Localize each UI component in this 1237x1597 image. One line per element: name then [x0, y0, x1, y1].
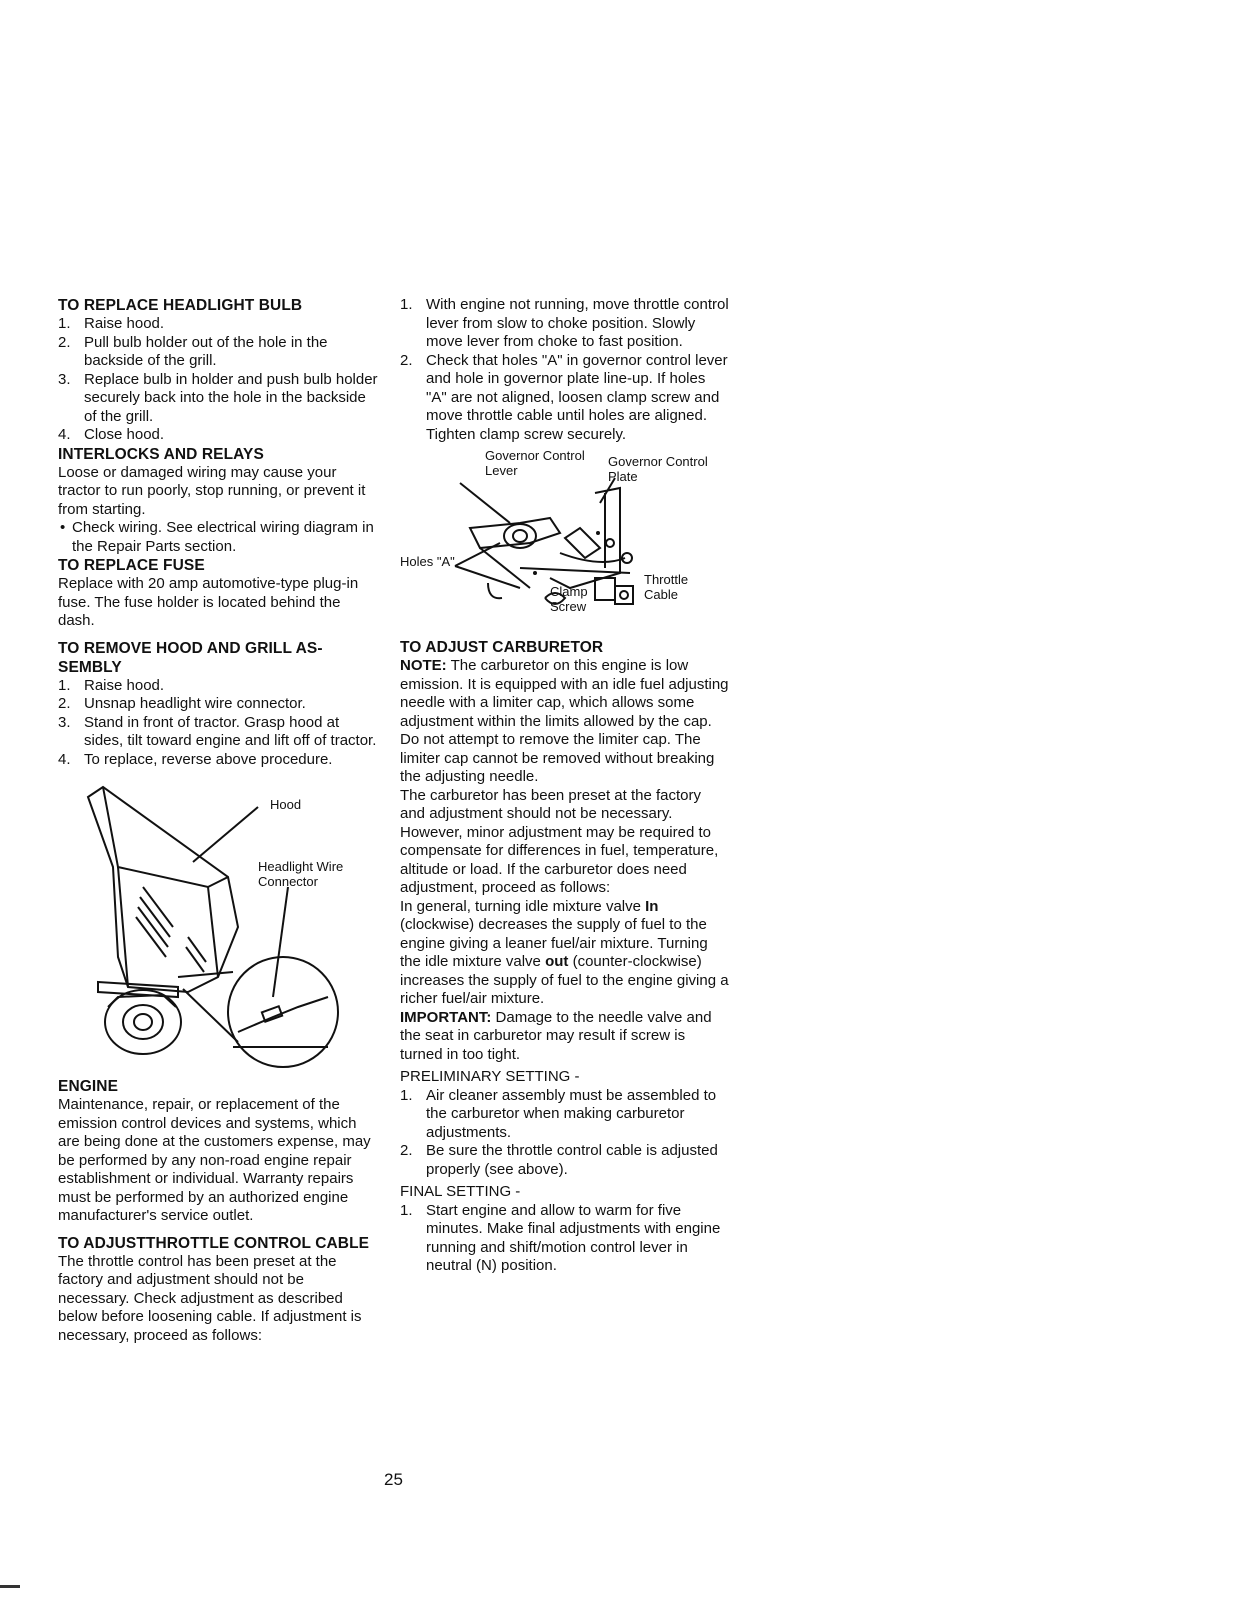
fuse-heading: TO REPLACE FUSE — [58, 557, 205, 574]
headlight-wire-connector-label: Headlight Wire Connector — [258, 859, 344, 889]
interlocks-bullet: Check wiring. See electrical wiring diag… — [58, 519, 378, 556]
governor-control-plate-label: Governor Control Plate — [608, 454, 708, 484]
interlocks-body: Loose or damaged wiring may cause your t… — [58, 463, 366, 518]
scan-mark — [0, 1585, 20, 1588]
hood-figure: Hood Headlight Wire Connector — [58, 777, 378, 1077]
headlight-steps: 1.Raise hood. 2.Pull bulb holder out of … — [58, 315, 378, 445]
page-number: 25 — [384, 1470, 403, 1489]
final-heading: FINAL SETTING - — [400, 1183, 521, 1200]
throttle-cable-label: Throttle Cable — [644, 572, 689, 602]
throttle-heading: TO ADJUSTTHROTTLE CONTROL CABLE — [58, 1234, 370, 1252]
preliminary-steps: 1.Air cleaner assembly must be assembled… — [400, 1087, 730, 1180]
engine-body: Maintenance, repair, or replacement of t… — [58, 1096, 371, 1224]
headlight-heading: TO REPLACE HEADLIGHT BULB — [58, 297, 303, 314]
list-item: 2.Be sure the throttle control cable is … — [400, 1142, 718, 1178]
hood-steps: 1.Raise hood. 2.Unsnap headlight wire co… — [58, 677, 378, 770]
list-item: 1.With engine not running, move throttle… — [400, 296, 729, 350]
right-column: 1.With engine not running, move throttle… — [400, 296, 730, 1276]
list-item: 1.Raise hood. — [58, 315, 165, 332]
list-item: 4.Close hood. — [58, 426, 165, 443]
carburetor-body-2: In general, turning idle mixture valve I… — [400, 897, 729, 1008]
list-item: 2.Check that holes "A" in governor contr… — [400, 351, 728, 443]
hood-illustration — [86, 785, 339, 1068]
governor-illustration — [454, 477, 634, 605]
final-steps: 1.Start engine and allow to warm for fiv… — [400, 1202, 730, 1276]
list-item: 2.Pull bulb holder out of the hole in th… — [58, 333, 328, 370]
engine-heading: ENGINE — [58, 1078, 119, 1095]
list-item: 3.Stand in front of tractor. Grasp hood … — [58, 713, 377, 750]
list-item: 4.To replace, reverse above procedure. — [58, 750, 333, 768]
hood-label: Hood — [270, 797, 302, 812]
list-item: 1.Air cleaner assembly must be assembled… — [400, 1086, 717, 1141]
clamp-screw-label: Clamp Screw — [550, 584, 588, 614]
governor-control-lever-label: Governor Control Lever — [485, 448, 585, 478]
interlocks-heading: INTERLOCKS AND RELAYS — [58, 445, 264, 463]
list-item: 3.Replace bulb in holder and push bulb h… — [58, 370, 378, 425]
governor-figure: Governor Control Lever Governor Control … — [400, 448, 730, 638]
carburetor-note: NOTE: The carburetor on this engine is l… — [400, 657, 729, 785]
list-item: 1.Start engine and allow to warm for fiv… — [400, 1201, 721, 1275]
carburetor-body-1: The carburetor has been preset at the fa… — [400, 786, 719, 897]
throttle-steps: 1.With engine not running, move throttle… — [400, 296, 730, 444]
holes-a-label: Holes "A" — [400, 554, 455, 569]
fuse-body: Replace with 20 amp automotive-type plug… — [58, 575, 359, 629]
throttle-body: The throttle control has been preset at … — [58, 1252, 362, 1344]
hood-heading: TO REMOVE HOOD AND GRILL AS-SEMBLY — [58, 639, 323, 676]
left-column: TO REPLACE HEADLIGHT BULB 1.Raise hood. … — [58, 296, 378, 1345]
list-item: 2.Unsnap headlight wire connector. — [58, 695, 306, 712]
list-item: 1.Raise hood. — [58, 676, 165, 694]
carburetor-important: IMPORTANT: Damage to the needle valve an… — [400, 1008, 712, 1063]
carburetor-heading: TO ADJUST CARBURETOR — [400, 639, 604, 656]
preliminary-heading: PRELIMINARY SETTING - — [400, 1068, 580, 1085]
